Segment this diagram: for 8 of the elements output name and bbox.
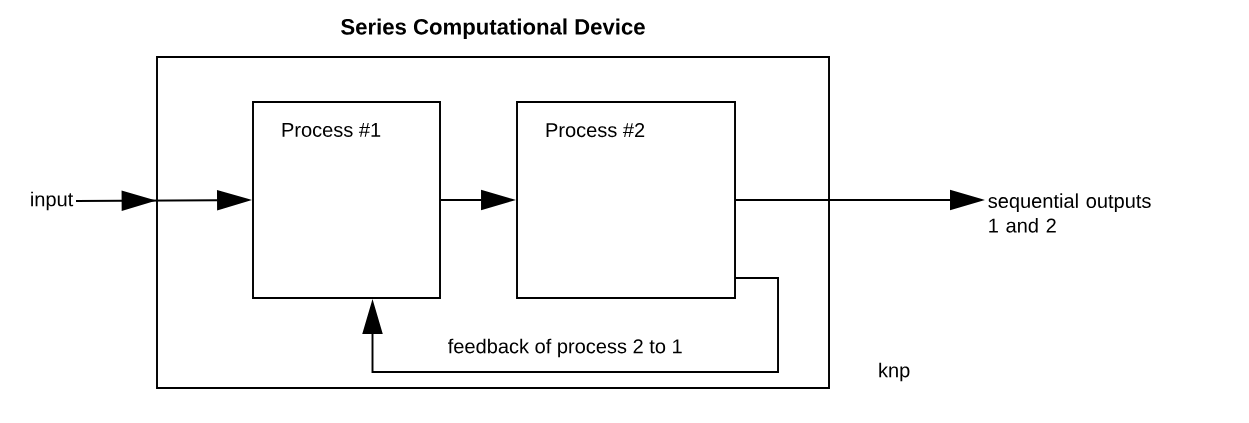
note-text: knp — [879, 362, 910, 382]
node-label: Series Computational Device — [341, 18, 645, 40]
arrow — [362, 277, 779, 373]
io-label: input — [31, 191, 74, 211]
edge-label: feedback of process 2 to 1 — [446, 336, 685, 360]
io-label: sequential outputs 1 and 2 — [988, 193, 1151, 233]
process-box: Process #2 — [516, 101, 736, 299]
process-box: Process #1 — [252, 101, 441, 299]
